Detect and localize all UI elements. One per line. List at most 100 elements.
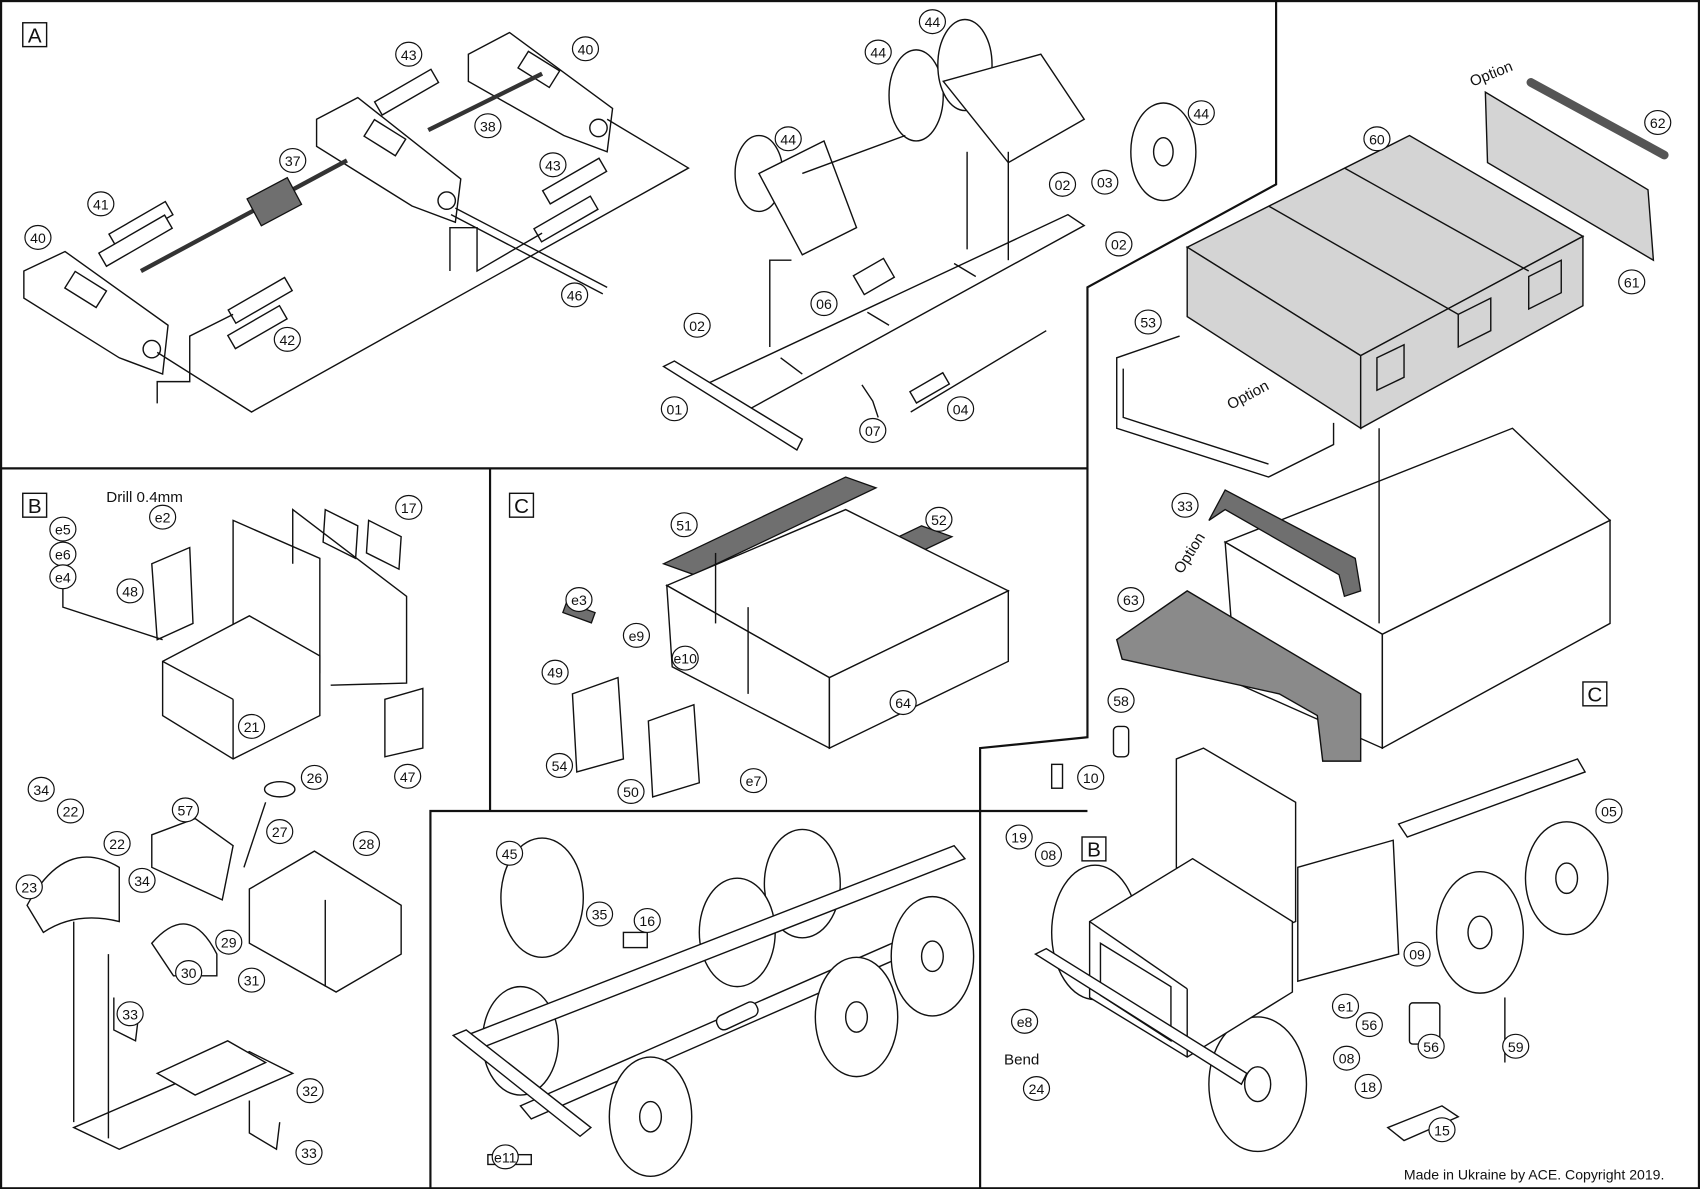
bogie-40-left xyxy=(23,250,169,376)
part-number: 04 xyxy=(953,401,969,417)
part-number: 32 xyxy=(302,1083,318,1099)
callout-circle xyxy=(296,1078,324,1104)
part-number: 64 xyxy=(895,695,911,711)
section-marker: B xyxy=(22,492,48,518)
part-callout: 35 xyxy=(585,901,614,927)
part-callout: 34 xyxy=(27,776,55,802)
section-letter: A xyxy=(28,24,42,47)
spring-42 xyxy=(227,276,294,325)
tank-06 xyxy=(852,257,896,296)
part-callout: e1 xyxy=(1331,993,1360,1019)
callout-circle xyxy=(925,506,953,532)
callout-circle xyxy=(171,797,200,823)
part-number: 62 xyxy=(1650,115,1666,131)
callout-circle xyxy=(1595,798,1623,824)
section-letter: B xyxy=(1087,839,1101,862)
callout-circle xyxy=(1107,687,1135,713)
panel-right-border xyxy=(979,468,1089,1189)
hood-edge xyxy=(1089,920,1188,990)
callout-circle xyxy=(116,578,144,604)
bed-64-side xyxy=(828,589,1010,750)
spring-43 xyxy=(373,68,440,116)
part-number: 41 xyxy=(93,196,109,212)
part-callout: 54 xyxy=(545,752,574,778)
drive-shaft-38 xyxy=(427,71,544,133)
callout-circle xyxy=(565,587,593,613)
part-callout: 33 xyxy=(116,1001,144,1027)
callout-circle xyxy=(571,36,600,62)
guide-line xyxy=(62,585,163,641)
part-callout: e8 xyxy=(1010,1008,1039,1034)
cab-assembly xyxy=(26,508,424,1151)
part-callout: e4 xyxy=(49,564,77,590)
callout-circle xyxy=(864,39,892,65)
part-callout: 44 xyxy=(864,39,892,65)
part-number: 33 xyxy=(1177,498,1193,514)
callout-circle xyxy=(1618,269,1646,295)
part-callout: 40 xyxy=(571,36,600,62)
callout-circle xyxy=(1091,169,1119,195)
callout-circle xyxy=(1363,126,1391,152)
part-number: 31 xyxy=(244,973,260,989)
callout-circle xyxy=(561,282,589,308)
callout-circle xyxy=(1428,1117,1456,1143)
part-number: 35 xyxy=(592,907,608,923)
option-note: Option xyxy=(1171,530,1209,577)
part-callout: e5 xyxy=(49,516,77,542)
arm-43b xyxy=(533,195,599,243)
part-callout: e6 xyxy=(49,541,77,567)
callout-circle xyxy=(266,819,294,845)
part-number: 15 xyxy=(1434,1122,1450,1138)
wheel-hub xyxy=(1555,862,1579,895)
ladder-frame-01 xyxy=(703,213,1086,411)
bench-51 xyxy=(661,476,878,576)
callout-circle xyxy=(1134,309,1162,335)
callout-circle xyxy=(56,798,85,824)
part-callout: e3 xyxy=(565,587,593,613)
part-number: e9 xyxy=(629,628,645,644)
part-number: 33 xyxy=(122,1006,138,1022)
callout-circle xyxy=(946,396,975,422)
door xyxy=(1297,839,1400,983)
cylinder-04 xyxy=(908,371,951,404)
part-number: e7 xyxy=(746,773,762,789)
part-number: 44 xyxy=(925,14,941,30)
bend-note: Bend xyxy=(1004,1052,1039,1069)
glass-17 xyxy=(365,519,402,571)
tarp-window xyxy=(1376,343,1405,392)
callout-circle xyxy=(1403,941,1431,967)
part-number: 58 xyxy=(1113,693,1129,709)
cab-frame xyxy=(1175,747,1297,934)
callout-circle xyxy=(1502,1033,1530,1059)
wheel-hub xyxy=(920,940,944,973)
part-callout: 58 xyxy=(1107,687,1135,713)
part-callout: 27 xyxy=(266,819,294,845)
tarp-seam xyxy=(1344,167,1530,272)
part-callout: 57 xyxy=(171,797,200,823)
option-note: Option xyxy=(1467,58,1515,90)
drill-note: Drill 0.4mm xyxy=(106,489,183,506)
part-callout: 53 xyxy=(1134,309,1162,335)
bogie-40-top xyxy=(467,31,614,153)
part-callout: 43 xyxy=(395,41,423,67)
arm-42 xyxy=(226,304,289,350)
callout-circle xyxy=(1022,1076,1051,1102)
callout-circle xyxy=(279,147,307,173)
part-callout: 38 xyxy=(474,113,502,139)
part-callout: e2 xyxy=(149,504,177,530)
part-callout: 59 xyxy=(1502,1033,1530,1059)
axle-rod-04 xyxy=(910,330,1047,413)
part-callout: e10 xyxy=(671,645,699,671)
front-bumper xyxy=(1033,947,1248,1086)
part-number: e6 xyxy=(55,547,71,563)
bogie-hub xyxy=(589,118,608,138)
callout-circle xyxy=(545,752,574,778)
part-callout: 43 xyxy=(539,152,567,178)
callout-circle xyxy=(273,326,301,352)
callout-circle xyxy=(660,396,688,422)
part-callout: 02 xyxy=(1048,171,1077,197)
tarp-seam xyxy=(1268,205,1459,316)
part-callout: 26 xyxy=(300,764,329,790)
part-callout: 08 xyxy=(1034,841,1063,867)
part-number: 34 xyxy=(33,782,49,798)
